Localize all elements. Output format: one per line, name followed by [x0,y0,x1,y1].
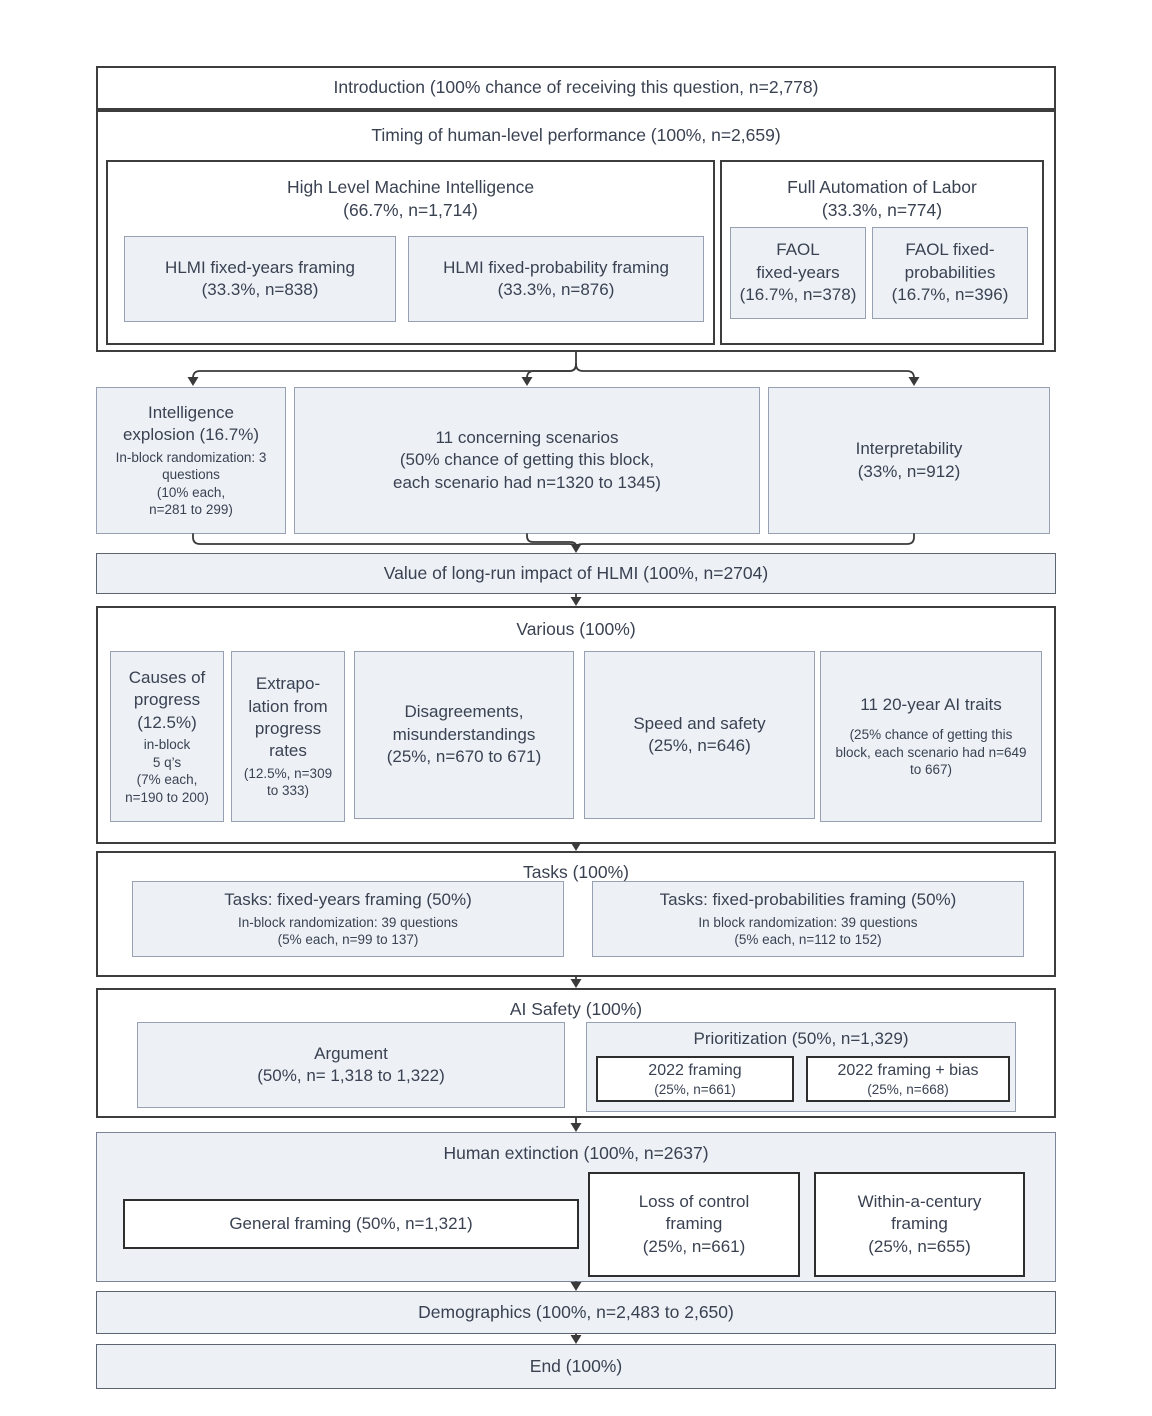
node-end: End (100%) [96,1344,1056,1389]
section-title: Prioritization (50%, n=1,329) [693,1029,909,1048]
node-subtext: in-block 5 q’s (7% each, n=190 to 200) [125,737,209,805]
node-argument: Argument (50%, n= 1,318 to 1,322) [137,1022,565,1108]
node-label: 11 20-year AI traits [860,694,1002,714]
node-label: Disagreements, misunderstandings (25%, n… [386,702,542,767]
node-within-a-century-framing: Within-a-century framing (25%, n=655) [814,1172,1025,1277]
node-tasks-fixed-years: Tasks: fixed-years framing (50%) In-bloc… [132,881,564,957]
node-label: 2022 framing [648,1061,742,1079]
node-label: General framing (50%, n=1,321) [229,1213,473,1233]
node-label: Within-a-century framing (25%, n=655) [857,1191,982,1256]
node-faol-fixed-probabilities: FAOL fixed- probabilities (16.7%, n=396) [872,227,1028,319]
node-concerning-scenarios: 11 concerning scenarios (50% chance of g… [294,387,760,534]
node-general-framing: General framing (50%, n=1,321) [123,1199,579,1249]
node-2022-framing: 2022 framing (25%, n=661) [596,1056,794,1102]
section-title: High Level Machine Intelligence (66.7%, … [286,177,535,221]
node-label: HLMI fixed-years framing (33.3%, n=838) [165,257,355,299]
node-label: Loss of control framing (25%, n=661) [638,1191,750,1256]
node-label: Demographics (100%, n=2,483 to 2,650) [418,1301,734,1322]
node-subtext: In block randomization: 39 questions (5%… [698,914,918,948]
node-subtext: (25%, n=668) [867,1081,949,1097]
node-label: Tasks: fixed-years framing (50%) [224,890,472,910]
node-value-long-run-impact: Value of long-run impact of HLMI (100%, … [96,553,1056,594]
node-interpretability: Interpretability (33%, n=912) [768,387,1050,534]
node-label: Causes of progress (12.5%) [128,667,206,732]
node-intelligence-explosion: Intelligence explosion (16.7%) In-block … [96,387,286,534]
node-label: Extrapo- lation from progress rates [248,674,328,761]
node-introduction: Introduction (100% chance of receiving t… [96,66,1056,110]
node-label: Speed and safety (25%, n=646) [633,713,766,755]
node-2022-framing-bias: 2022 framing + bias (25%, n=668) [806,1056,1010,1102]
node-loss-of-control-framing: Loss of control framing (25%, n=661) [588,1172,800,1277]
node-label: Tasks: fixed-probabilities framing (50%) [659,890,957,910]
node-subtext: (12.5%, n=309 to 333) [243,765,333,799]
node-speed-and-safety: Speed and safety (25%, n=646) [584,651,815,819]
node-label: 11 concerning scenarios (50% chance of g… [393,427,661,492]
node-tasks-fixed-probabilities: Tasks: fixed-probabilities framing (50%)… [592,881,1024,957]
node-20-year-ai-traits: 11 20-year AI traits (25% chance of gett… [820,651,1042,822]
node-extrapolation-progress-rates: Extrapo- lation from progress rates (12.… [231,651,345,822]
section-title: Human extinction (100%, n=2637) [443,1143,709,1163]
section-title: Timing of human-level performance (100%,… [371,125,781,145]
node-label: FAOL fixed-years (16.7%, n=378) [739,240,857,305]
node-causes-of-progress: Causes of progress (12.5%) in-block 5 q’… [110,651,224,822]
node-label: Introduction (100% chance of receiving t… [333,77,819,98]
section-title: AI Safety (100%) [509,999,643,1019]
node-subtext: (25% chance of getting this block, each … [835,727,1027,778]
node-label: 2022 framing + bias [837,1061,979,1079]
node-label: Intelligence explosion (16.7%) [122,402,260,445]
node-disagreements-misunderstandings: Disagreements, misunderstandings (25%, n… [354,651,574,819]
node-label: Value of long-run impact of HLMI (100%, … [383,562,769,583]
node-subtext: In-block randomization: 3 questions (10%… [115,449,267,518]
section-title: Tasks (100%) [522,862,629,882]
node-faol-fixed-years: FAOL fixed-years (16.7%, n=378) [730,227,866,319]
node-label: FAOL fixed- probabilities (16.7%, n=396) [891,240,1009,305]
node-subtext: (25%, n=661) [654,1081,736,1097]
node-label: Interpretability (33%, n=912) [855,439,963,481]
node-label: Argument (50%, n= 1,318 to 1,322) [257,1043,445,1085]
node-demographics: Demographics (100%, n=2,483 to 2,650) [96,1291,1056,1334]
node-hlmi-fixed-years: HLMI fixed-years framing (33.3%, n=838) [124,236,396,322]
section-title: Various (100%) [516,619,636,639]
node-subtext: In-block randomization: 39 questions (5%… [238,914,458,948]
node-hlmi-fixed-probability: HLMI fixed-probability framing (33.3%, n… [408,236,704,322]
node-label: HLMI fixed-probability framing (33.3%, n… [443,257,669,299]
section-title: Full Automation of Labor (33.3%, n=774) [787,177,977,221]
node-label: End (100%) [529,1355,623,1376]
